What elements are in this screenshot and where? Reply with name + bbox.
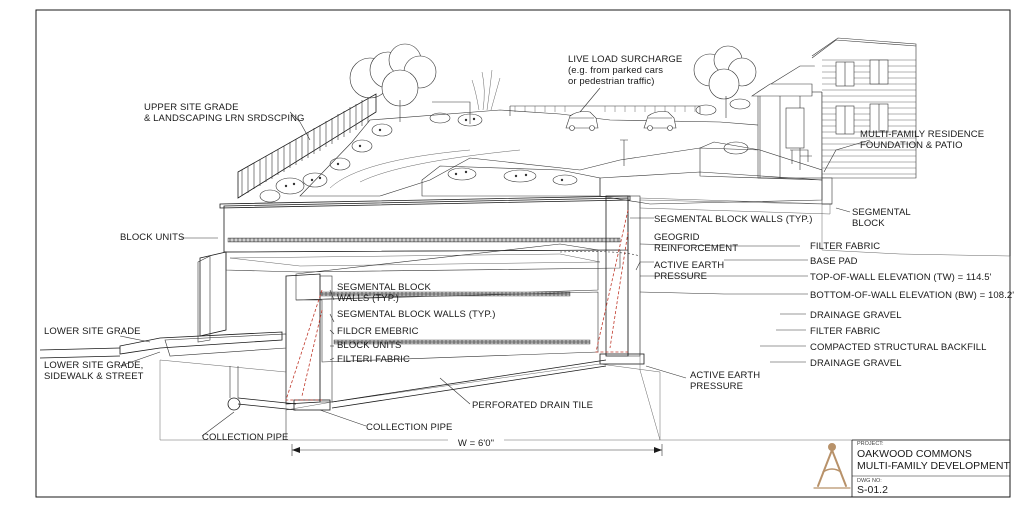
block-units-label: BLOCK UNITS [120, 232, 184, 243]
residence-label-2: FOUNDATION & PATIO [860, 140, 963, 151]
active-earth-lower-label-2: PRESSURE [690, 381, 743, 392]
lower-site-grade-label: LOWER SITE GRADE [44, 326, 141, 337]
filter-fabric-top-label: FILTER FABRIC [810, 241, 880, 252]
drainage-gravel-label-1: DRAINAGE GRAVEL [810, 310, 902, 321]
collection-pipe-icon [227, 397, 241, 411]
drawing-number: S-01.2 [857, 484, 888, 496]
segmental-block-label-2: BLOCK [852, 218, 885, 229]
seg-walls-inner-label-2: WALLS (TYP.) [337, 293, 399, 304]
top-of-wall-label: TOP-OF-WALL ELEVATION (TW) = 114.5' [810, 272, 992, 283]
wall-section [39, 195, 1011, 441]
compacted-backfill-label: COMPACTED STRUCTURAL BACKFILL [810, 342, 987, 353]
segmental-walls-typ-label: SEGMENTAL BLOCK WALLS (TYP.) [654, 214, 813, 225]
project-name-line-2: MULTI-FAMILY DEVELOPMENT [857, 460, 1010, 472]
width-dimension: W = 6'0" [291, 437, 663, 456]
callout-labels: LIVE LOAD SURCHARGE (e.g. from parked ca… [44, 54, 1014, 443]
upper-grade-label-1: UPPER SITE GRADE [144, 102, 239, 113]
upper-grade-label-2: & LANDSCAPING LRN SRDSCPING [144, 113, 305, 124]
filter-fabric-inner-label: FILTERI FABRIC [337, 354, 410, 365]
leader-lines [119, 87, 871, 437]
title-block-frame [813, 439, 1010, 497]
sheet-border [35, 9, 1011, 498]
seg-walls-inner-label-1: SEGMENTAL BLOCK [337, 282, 431, 293]
residence-label-1: MULTI-FAMILY RESIDENCE [860, 129, 984, 140]
active-earth-upper-label-1: ACTIVE EARTH [654, 260, 724, 271]
base-pad-label: BASE PAD [810, 256, 858, 267]
compass-divider-icon [813, 443, 851, 489]
project-name-line-1: OAKWOOD COMMONS [857, 448, 972, 460]
block-units-inner-label: BLOCK UNITS [337, 340, 401, 351]
collection-pipe-left-label: COLLECTION PIPE [202, 432, 289, 443]
width-dimension-label: W = 6'0" [458, 438, 494, 449]
background-scene [237, 37, 917, 205]
drainage-gravel-label-2: DRAINAGE GRAVEL [810, 358, 902, 369]
filter-fabric-garbled-label: FILDCR EMEBRIC [337, 326, 419, 337]
live-load-label-2: (e.g. from parked cars [568, 65, 663, 76]
active-earth-lower-label-1: ACTIVE EARTH [690, 370, 760, 381]
segmental-block-label-1: SEGMENTAL [852, 207, 911, 218]
lower-sidewalk-label-1: LOWER SITE GRADE, [44, 360, 143, 371]
parked-car-icon [643, 111, 677, 131]
lower-sidewalk-label-2: SIDEWALK & STREET [44, 371, 144, 382]
seg-walls-inner-label-3: SEGMENTAL BLOCK WALLS (TYP.) [337, 309, 496, 320]
parked-car-icon [565, 111, 599, 131]
active-earth-upper-label-2: PRESSURE [654, 271, 707, 282]
title-block: PROJECT: OAKWOOD COMMONS MULTI-FAMILY DE… [811, 438, 1010, 496]
residence-building [751, 37, 917, 205]
drawing-number-label: DWG NO: [857, 478, 882, 484]
filter-fabric-right-label: FILTER FABRIC [810, 326, 880, 337]
perforated-drain-label: PERFORATED DRAIN TILE [472, 400, 593, 411]
geogrid-label-1: GEOGRID [654, 232, 700, 243]
live-load-label-1: LIVE LOAD SURCHARGE [568, 54, 682, 65]
live-load-label-3: or pedestrian traffic) [568, 76, 655, 87]
project-label: PROJECT: [857, 441, 884, 447]
bottom-of-wall-label: BOTTOM-OF-WALL ELEVATION (BW) = 108.2' [810, 290, 1014, 301]
geogrid-label-2: REINFORCEMENT [654, 243, 738, 254]
collection-pipe-center-label: COLLECTION PIPE [366, 422, 453, 433]
